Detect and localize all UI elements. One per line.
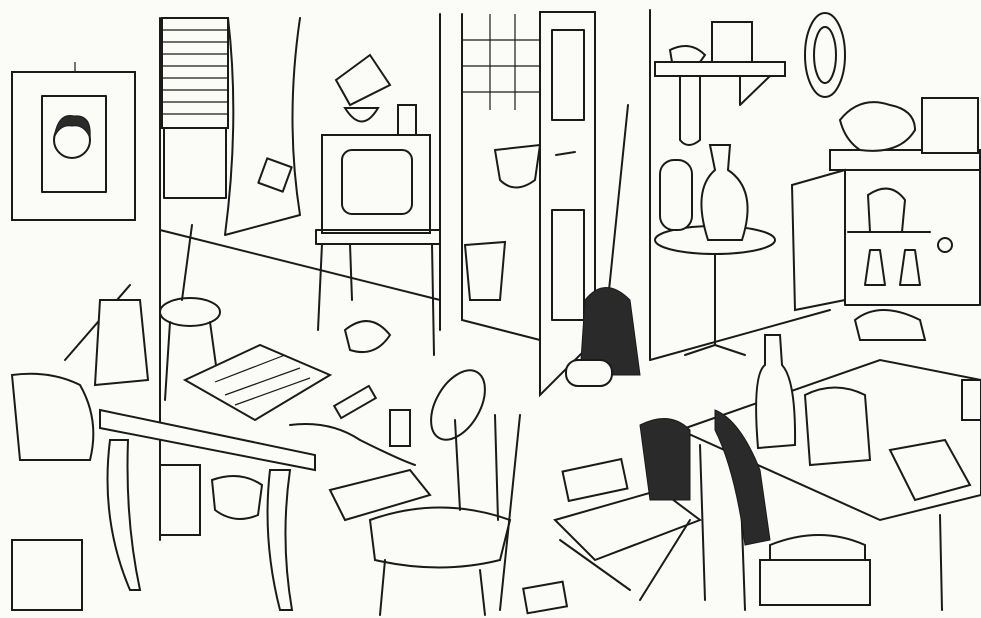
hanging-shirt xyxy=(93,299,150,387)
playing-card xyxy=(522,580,569,615)
glass xyxy=(397,104,417,136)
floor-items xyxy=(289,320,486,466)
crutch xyxy=(499,414,521,611)
newspaper xyxy=(182,343,333,422)
pitcher xyxy=(711,21,753,63)
bowl xyxy=(343,107,380,123)
bowl-on-floor xyxy=(343,320,392,354)
polka-dot-scarf xyxy=(714,409,771,546)
lamp-shade xyxy=(334,53,392,107)
tin-can xyxy=(565,359,613,387)
room-walls xyxy=(159,9,831,541)
bucket xyxy=(463,240,507,301)
kitchen-table xyxy=(677,334,981,611)
straw-hat xyxy=(430,369,486,441)
bathroom-doorway xyxy=(462,14,542,301)
tin xyxy=(961,379,981,421)
grater xyxy=(659,159,693,231)
envelope xyxy=(888,438,972,502)
coat xyxy=(10,372,95,461)
box xyxy=(328,468,432,522)
pot xyxy=(159,464,201,536)
stool-with-knife xyxy=(64,224,221,401)
broom xyxy=(565,104,641,387)
bottle xyxy=(755,334,797,450)
chisel xyxy=(332,384,378,420)
folding-stool xyxy=(553,418,703,601)
window-with-blinds xyxy=(161,17,301,236)
colander xyxy=(210,475,264,520)
kitchen-cabinet xyxy=(790,97,981,341)
glass-on-floor xyxy=(389,409,411,447)
stair-banister xyxy=(10,372,316,611)
hot-plate xyxy=(759,559,871,606)
scrub-brush xyxy=(639,418,691,501)
shoes xyxy=(853,309,927,341)
oval-mirror xyxy=(804,12,846,98)
round-side-table xyxy=(654,144,776,356)
wooden-chair xyxy=(328,414,569,616)
hand-drill xyxy=(289,423,416,466)
teapot xyxy=(838,101,917,152)
jug xyxy=(803,386,872,467)
sink xyxy=(493,143,542,189)
vase xyxy=(700,144,749,241)
hanger xyxy=(64,284,131,361)
book xyxy=(561,457,629,503)
framed-portrait xyxy=(11,62,136,221)
wall-shelf xyxy=(654,12,846,146)
crate xyxy=(11,539,83,611)
television-on-stand xyxy=(315,53,441,356)
coffee-grinder xyxy=(921,97,979,154)
hanging-towel xyxy=(679,75,701,146)
